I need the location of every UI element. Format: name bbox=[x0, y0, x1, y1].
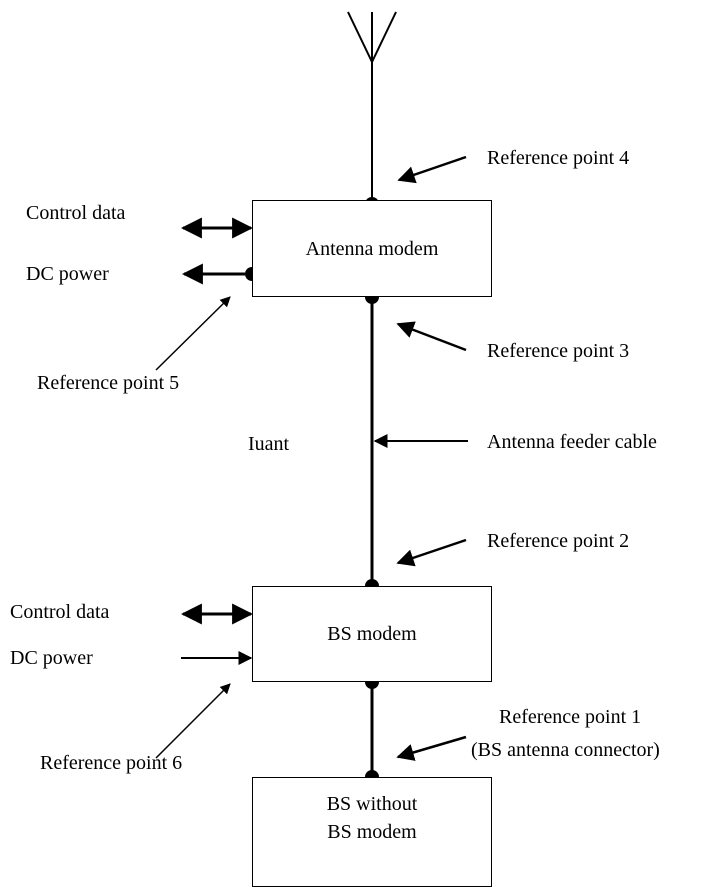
ref-point-6-pointer bbox=[155, 683, 231, 759]
bs-without-label-line1: BS without bbox=[326, 793, 418, 815]
bs-modem-label: BS modem bbox=[327, 623, 417, 645]
ref-point-2-label: Reference point 2 bbox=[487, 530, 630, 552]
bs-without-label-line2: BS modem bbox=[327, 821, 417, 843]
ref-point-5-pointer bbox=[155, 296, 231, 371]
bs-without-modem-box: BS without BS modem bbox=[252, 777, 492, 887]
ref-point-5-label: Reference point 5 bbox=[37, 372, 180, 394]
control-data-top-label: Control data bbox=[26, 202, 126, 224]
ref-point-1-sublabel: (BS antenna connector) bbox=[471, 739, 660, 761]
ref-point-4-label: Reference point 4 bbox=[487, 147, 630, 169]
ref-point-1-label: Reference point 1 bbox=[499, 706, 642, 728]
ref-point-1-pointer bbox=[396, 735, 467, 761]
antenna-modem-label: Antenna modem bbox=[305, 237, 439, 260]
ref-point-6-label: Reference point 6 bbox=[40, 752, 183, 774]
feeder-cable-label: Antenna feeder cable bbox=[487, 431, 657, 453]
dc-power-bottom-label: DC power bbox=[10, 647, 93, 669]
ref-point-3-pointer bbox=[396, 321, 467, 352]
bs-modem-box: BS modem bbox=[252, 586, 492, 682]
control-data-bottom-label: Control data bbox=[10, 601, 110, 623]
dc-power-top-label: DC power bbox=[26, 263, 109, 285]
ref-point-4-pointer bbox=[397, 155, 467, 184]
antenna-icon bbox=[347, 11, 397, 205]
ref-point-2-pointer bbox=[396, 538, 467, 567]
antenna-modem-box: Antenna modem bbox=[252, 200, 492, 297]
ref-point-3-label: Reference point 3 bbox=[487, 340, 630, 362]
iuant-label: Iuant bbox=[248, 433, 290, 455]
